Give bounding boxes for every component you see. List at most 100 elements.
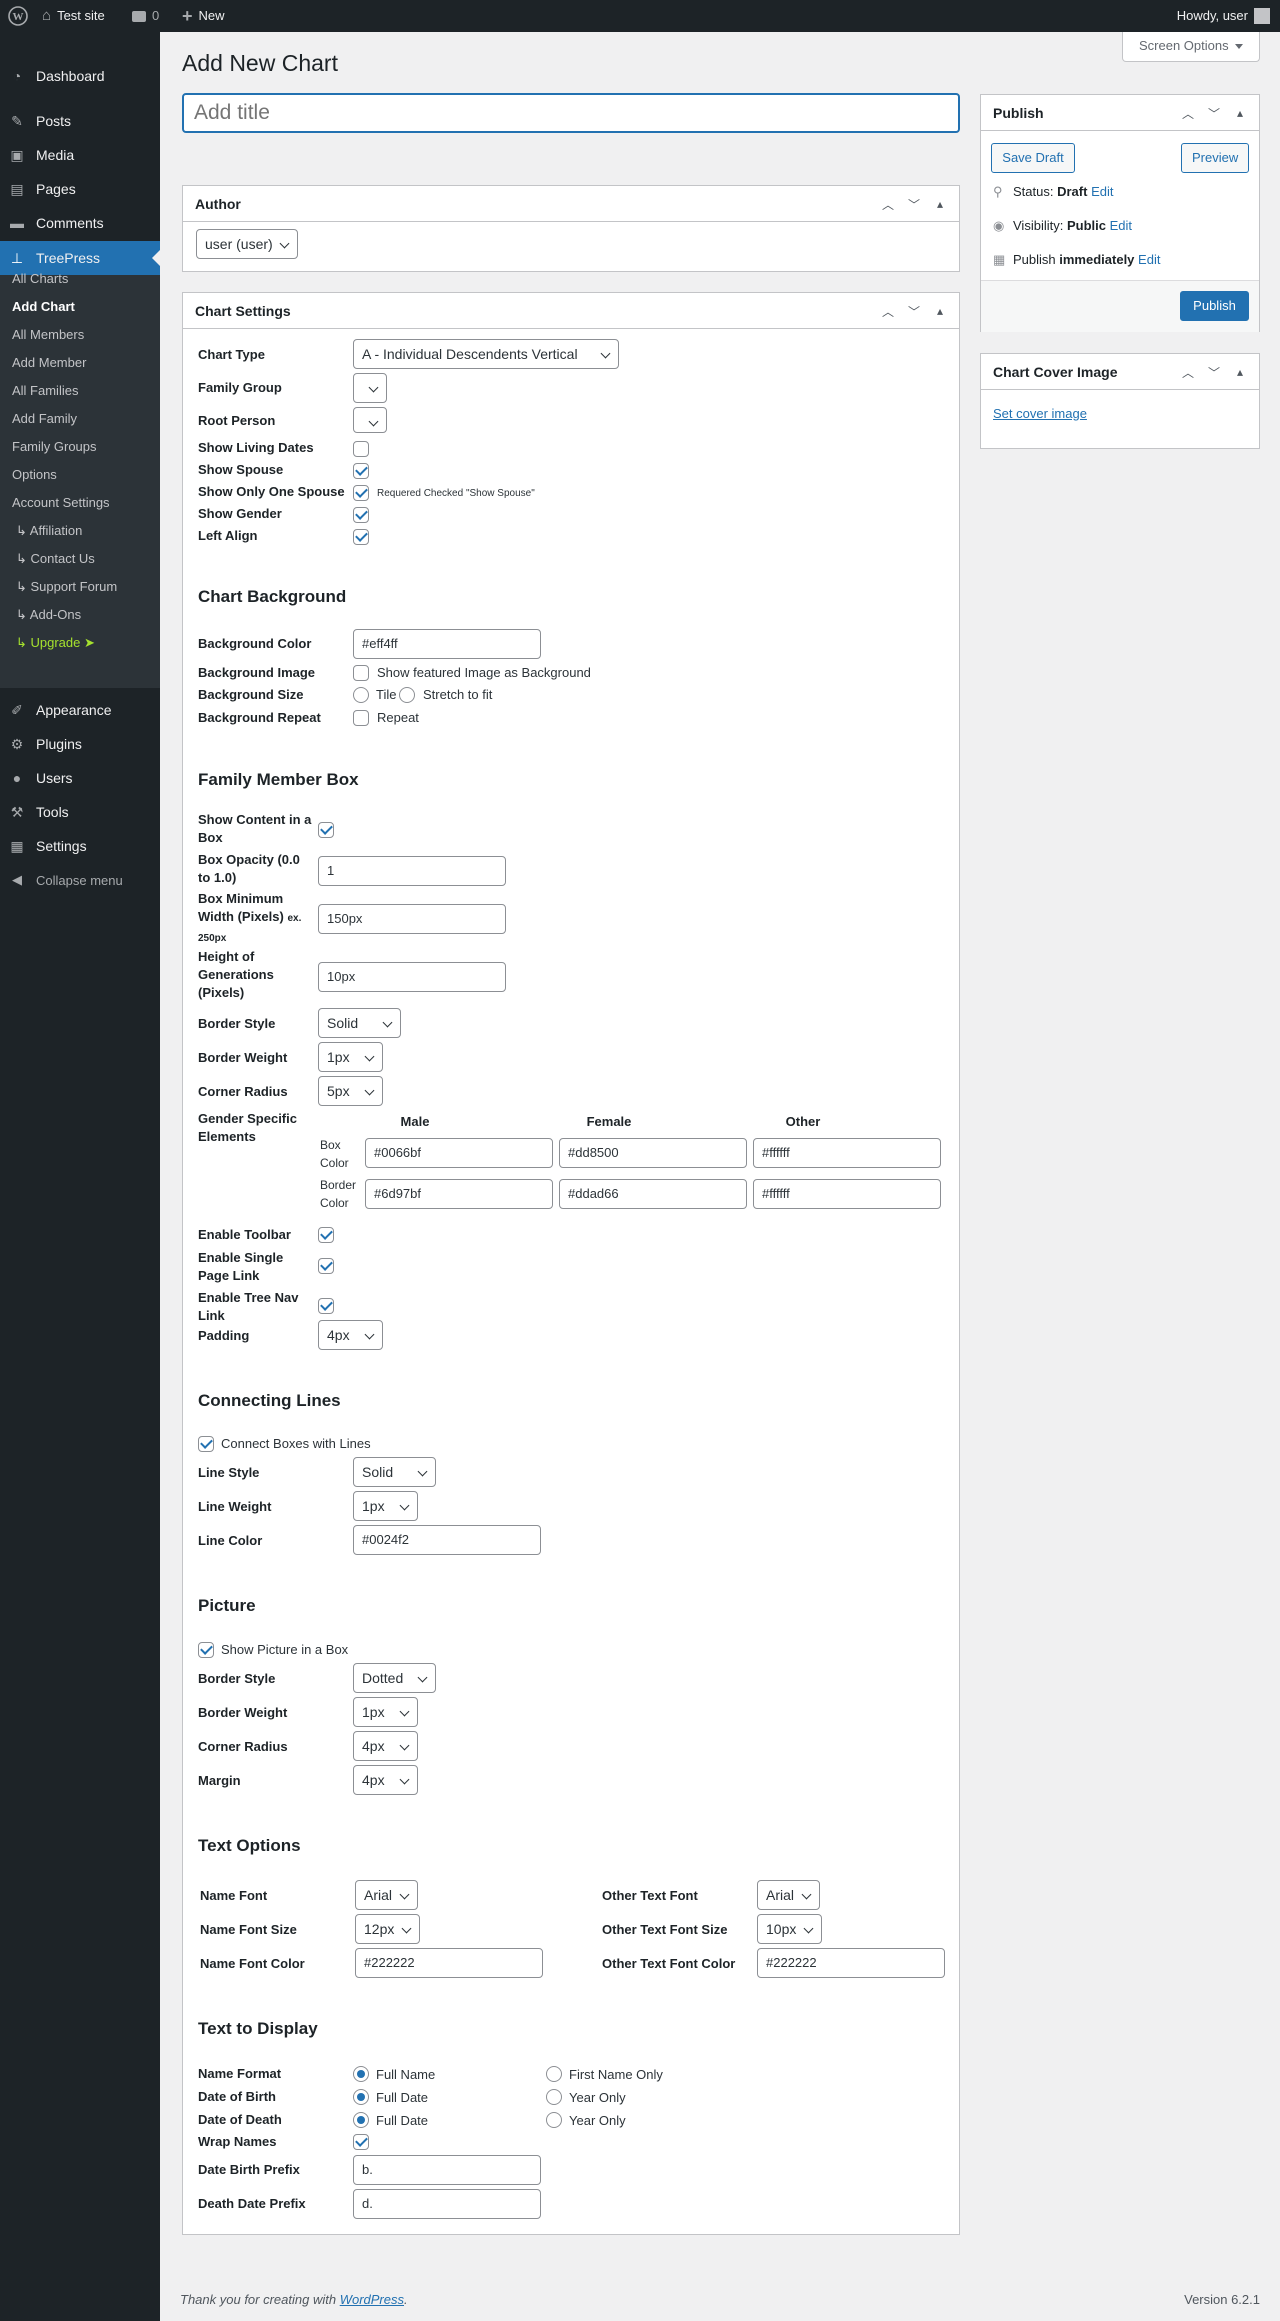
name-font-size-select[interactable]: 12px (355, 1914, 420, 1944)
menu-appearance[interactable]: ✐Appearance (0, 693, 160, 727)
show-living-dates-checkbox[interactable] (353, 441, 369, 457)
sub-add-chart[interactable]: Add Chart (12, 299, 75, 314)
root-person-select[interactable] (353, 407, 387, 433)
menu-settings[interactable]: ▦Settings (0, 829, 160, 863)
comments-link[interactable]: 0 (132, 0, 159, 32)
other-border-color-input[interactable]: #ffffff (753, 1179, 941, 1209)
first-name-only-radio[interactable] (546, 2066, 562, 2082)
tree-nav-link-checkbox[interactable] (318, 1298, 334, 1314)
move-up-icon[interactable]: ︿ (1181, 106, 1194, 121)
female-border-color-input[interactable]: #ddad66 (559, 1179, 747, 1209)
picture-border-weight-select[interactable]: 1px (353, 1697, 418, 1727)
chart-type-select[interactable]: A - Individual Descendents Vertical (353, 339, 619, 369)
background-size-stretch-radio[interactable] (399, 687, 415, 703)
collapse-menu-button[interactable]: ◀Collapse menu (0, 863, 160, 897)
title-input[interactable] (182, 93, 960, 133)
menu-pages[interactable]: ▤Pages (0, 172, 160, 206)
move-up-icon[interactable]: ︿ (881, 304, 894, 319)
menu-dashboard[interactable]: ◔Dashboard (0, 59, 160, 93)
sub-all-charts[interactable]: All Charts (12, 271, 69, 286)
other-font-color-input[interactable]: #222222 (757, 1948, 945, 1978)
preview-button[interactable]: Preview (1181, 143, 1249, 173)
background-size-tile-radio[interactable] (353, 687, 369, 703)
show-spouse-checkbox[interactable] (353, 463, 369, 479)
padding-select[interactable]: 4px (318, 1320, 383, 1350)
box-opacity-input[interactable]: 1 (318, 856, 506, 886)
sub-affiliation[interactable]: ↳ Affiliation (16, 523, 83, 538)
toggle-panel-icon[interactable]: ▴ (1236, 365, 1244, 379)
corner-radius-select[interactable]: 5px (318, 1076, 383, 1106)
full-name-radio[interactable] (353, 2066, 369, 2082)
birth-prefix-input[interactable]: b. (353, 2155, 541, 2185)
sub-add-member[interactable]: Add Member (12, 355, 87, 370)
enable-toolbar-checkbox[interactable] (318, 1227, 334, 1243)
male-border-color-input[interactable]: #6d97bf (365, 1179, 553, 1209)
toggle-panel-icon[interactable]: ▴ (936, 197, 944, 211)
move-down-icon[interactable]: ﹀ (1207, 106, 1220, 121)
sub-add-ons[interactable]: ↳ Add-Ons (16, 607, 82, 622)
move-up-icon[interactable]: ︿ (1181, 365, 1194, 380)
toggle-panel-icon[interactable]: ▴ (1236, 106, 1244, 120)
family-group-select[interactable] (353, 373, 387, 403)
sub-options[interactable]: Options (12, 467, 57, 482)
menu-treepress[interactable]: ⊥TreePress (0, 241, 160, 275)
border-weight-select[interactable]: 1px (318, 1042, 383, 1072)
menu-media[interactable]: ▣Media (0, 138, 160, 172)
author-select[interactable]: user (user) (196, 229, 298, 259)
menu-tools[interactable]: ⚒Tools (0, 795, 160, 829)
line-style-select[interactable]: Solid (353, 1457, 436, 1487)
sub-all-members[interactable]: All Members (12, 327, 85, 342)
wrap-names-checkbox[interactable] (353, 2134, 369, 2150)
edit-visibility-link[interactable]: Edit (1109, 218, 1133, 233)
wordpress-link[interactable]: WordPress (339, 2292, 404, 2307)
name-font-color-input[interactable]: #222222 (355, 1948, 543, 1978)
save-draft-button[interactable]: Save Draft (991, 143, 1075, 173)
picture-corner-radius-select[interactable]: 4px (353, 1731, 418, 1761)
name-font-select[interactable]: Arial (355, 1880, 418, 1910)
sub-upgrade[interactable]: ↳ Upgrade ➤ (16, 635, 95, 650)
move-down-icon[interactable]: ﹀ (1207, 365, 1220, 380)
sub-account-settings[interactable]: Account Settings (12, 495, 110, 510)
picture-border-style-select[interactable]: Dotted (353, 1663, 436, 1693)
death-year-only-radio[interactable] (546, 2112, 562, 2128)
move-up-icon[interactable]: ︿ (881, 197, 894, 212)
border-style-select[interactable]: Solid (318, 1008, 401, 1038)
toggle-panel-icon[interactable]: ▴ (936, 304, 944, 318)
menu-comments[interactable]: ▬Comments (0, 206, 160, 240)
min-width-input[interactable]: 150px (318, 904, 506, 934)
sub-add-family[interactable]: Add Family (12, 411, 78, 426)
edit-schedule-link[interactable]: Edit (1138, 252, 1161, 267)
sub-support-forum[interactable]: ↳ Support Forum (16, 579, 118, 594)
move-down-icon[interactable]: ﹀ (907, 197, 920, 212)
show-gender-checkbox[interactable] (353, 507, 369, 523)
publish-button[interactable]: Publish (1180, 291, 1249, 321)
sub-family-groups[interactable]: Family Groups (12, 439, 97, 454)
sub-all-families[interactable]: All Families (12, 383, 79, 398)
picture-margin-select[interactable]: 4px (353, 1765, 418, 1795)
female-box-color-input[interactable]: #dd8500 (559, 1138, 747, 1168)
generation-height-input[interactable]: 10px (318, 962, 506, 992)
birth-year-only-radio[interactable] (546, 2089, 562, 2105)
show-only-one-spouse-checkbox[interactable] (353, 485, 369, 501)
menu-plugins[interactable]: ⚙Plugins (0, 727, 160, 761)
background-repeat-checkbox[interactable] (353, 710, 369, 726)
death-full-date-radio[interactable] (353, 2112, 369, 2128)
wordpress-logo-icon[interactable]: W (8, 0, 28, 32)
other-font-size-select[interactable]: 10px (757, 1914, 822, 1944)
line-color-input[interactable]: #0024f2 (353, 1525, 541, 1555)
single-page-link-checkbox[interactable] (318, 1258, 334, 1274)
show-picture-checkbox[interactable] (198, 1642, 214, 1658)
background-color-input[interactable]: #eff4ff (353, 629, 541, 659)
move-down-icon[interactable]: ﹀ (907, 304, 920, 319)
line-weight-select[interactable]: 1px (353, 1491, 418, 1521)
death-prefix-input[interactable]: d. (353, 2189, 541, 2219)
new-content-link[interactable]: + New (182, 0, 225, 32)
screen-options-button[interactable]: Screen Options (1122, 32, 1260, 62)
other-box-color-input[interactable]: #ffffff (753, 1138, 941, 1168)
menu-posts[interactable]: ✎Posts (0, 104, 160, 138)
birth-full-date-radio[interactable] (353, 2089, 369, 2105)
male-box-color-input[interactable]: #0066bf (365, 1138, 553, 1168)
connect-lines-checkbox[interactable] (198, 1436, 214, 1452)
sub-contact-us[interactable]: ↳ Contact Us (16, 551, 95, 566)
my-account-link[interactable]: Howdy, user (1177, 0, 1270, 32)
